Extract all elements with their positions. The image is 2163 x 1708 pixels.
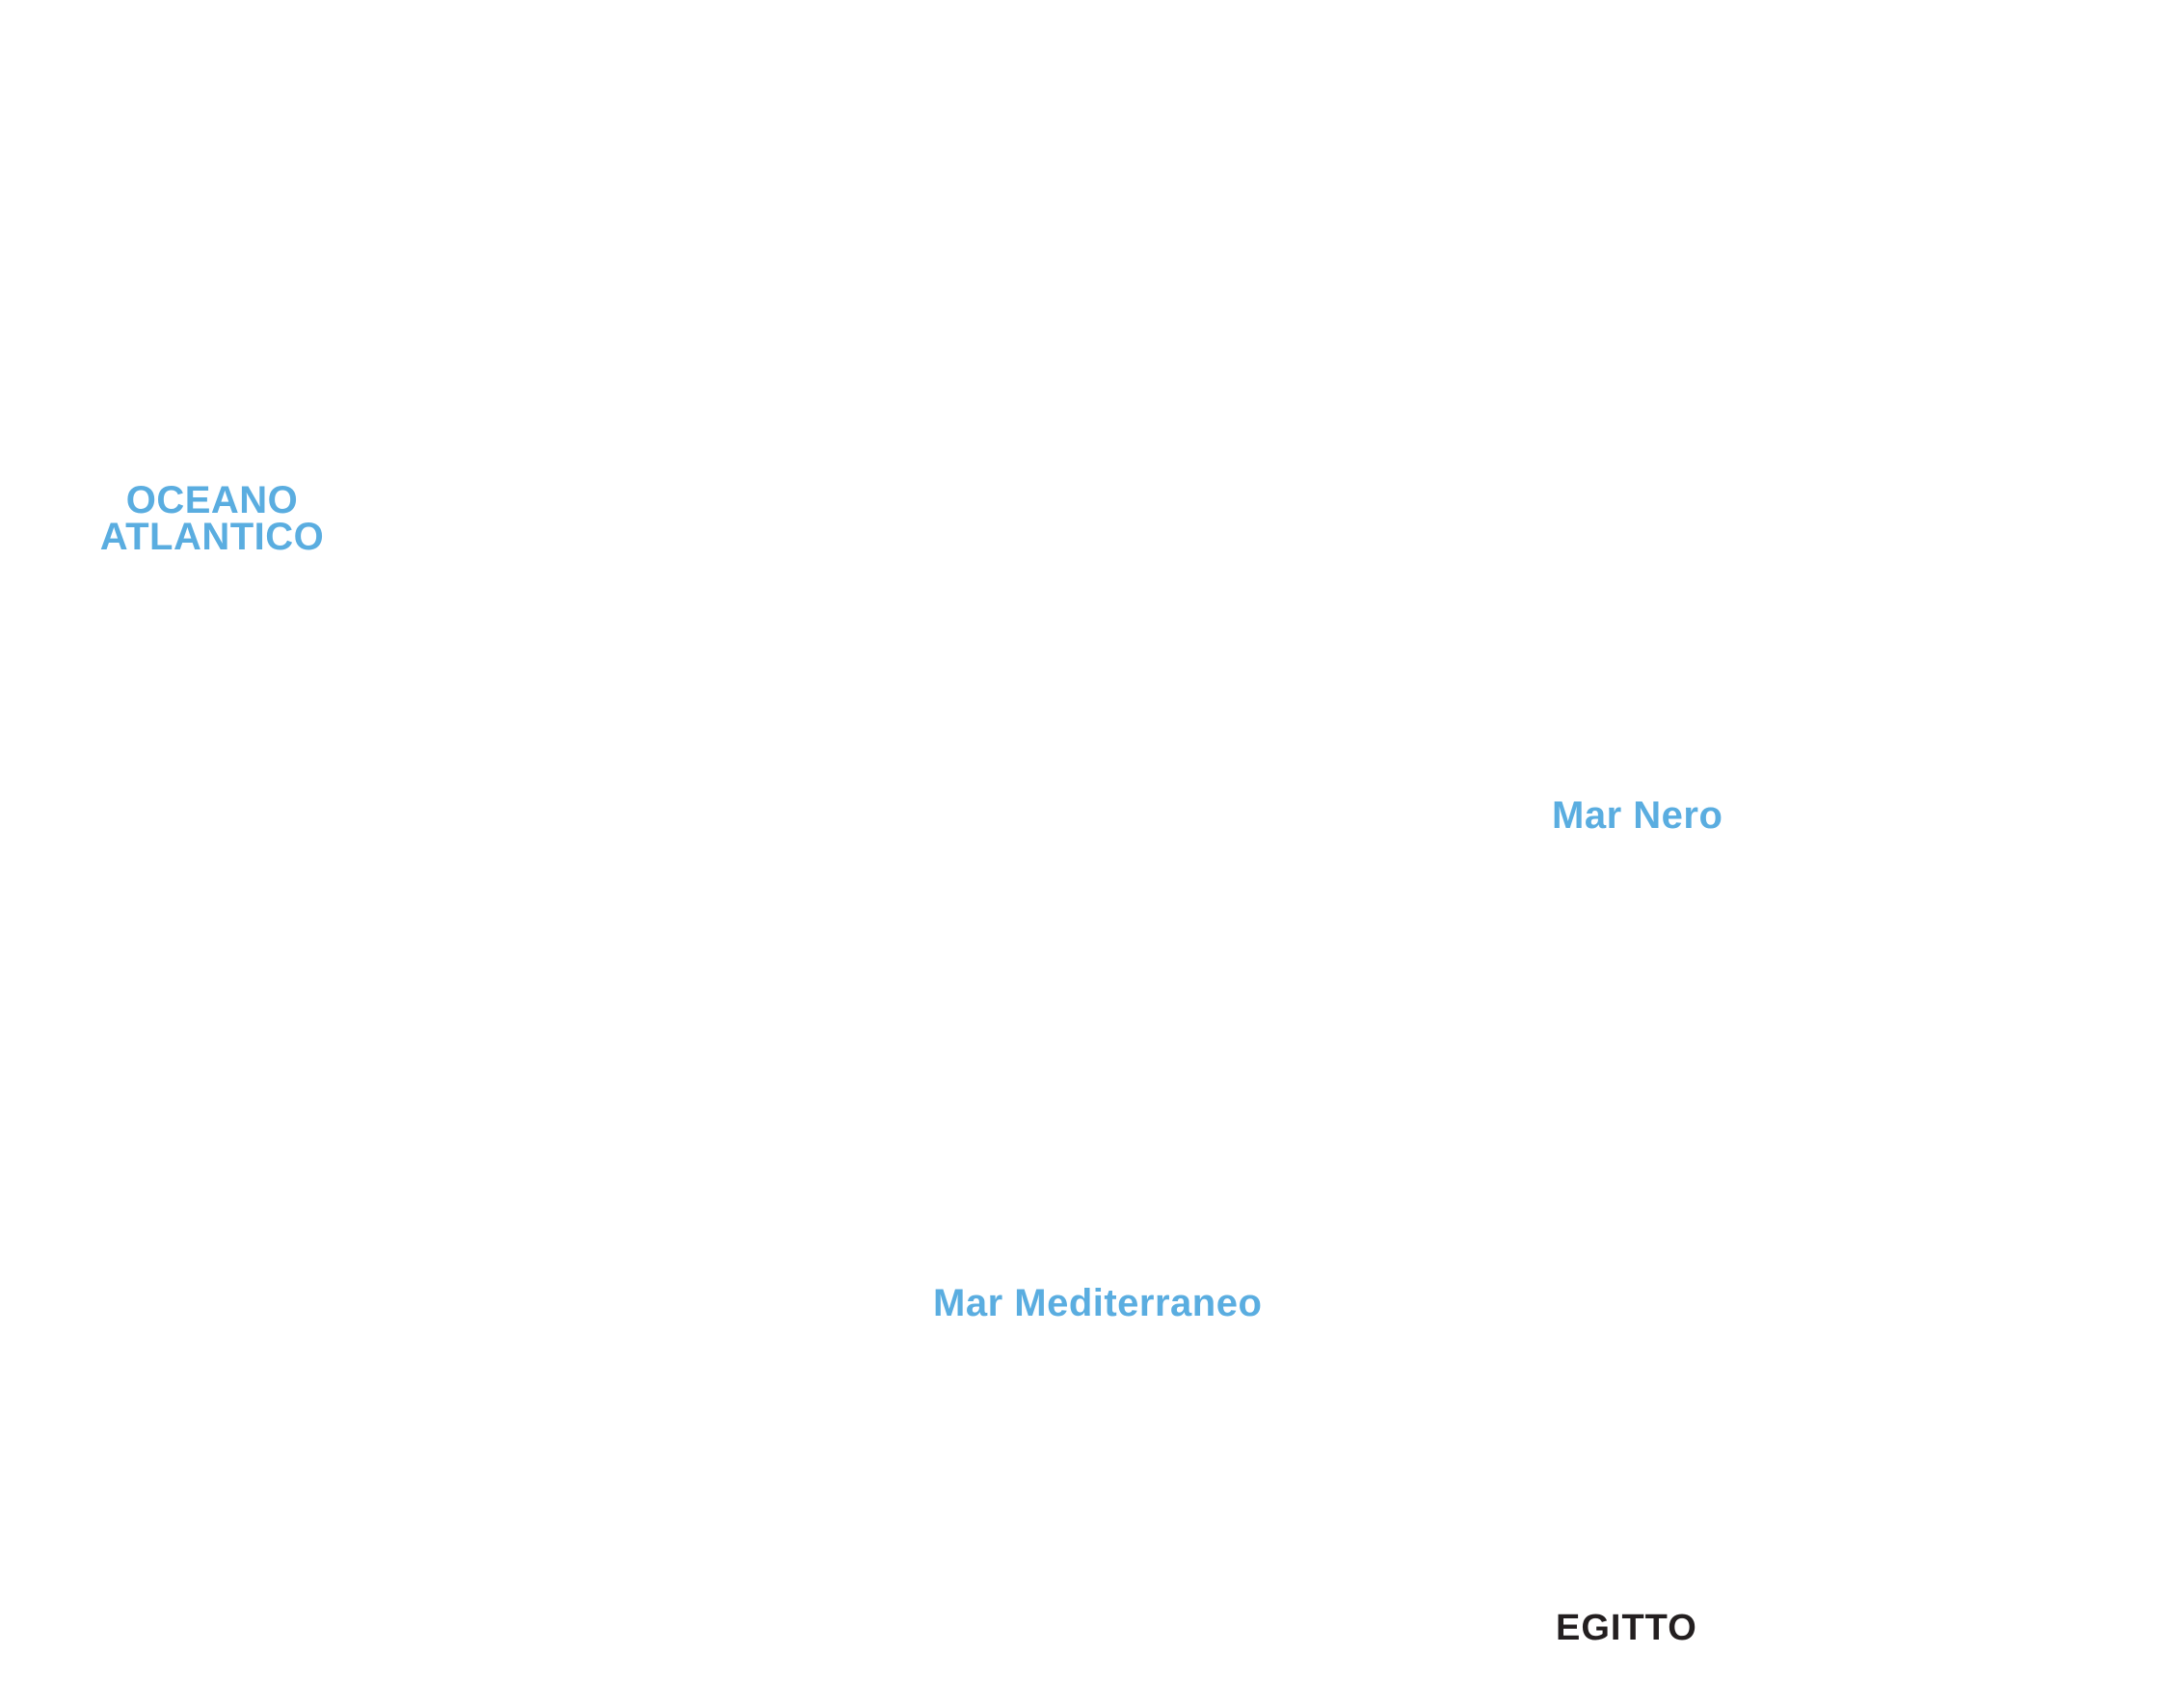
egypt-label: EGITTO (1556, 1608, 1697, 1648)
atlantic-ocean-label-line2: ATLANTICO (99, 516, 325, 558)
atlantic-ocean-label-line1: OCEANO (125, 479, 299, 521)
atlantic-ocean-label: OCEANO ATLANTICO (96, 479, 328, 558)
mediterranean-sea-label: Mar Mediterraneo (933, 1282, 1263, 1324)
black-sea-label: Mar Nero (1552, 794, 1723, 837)
